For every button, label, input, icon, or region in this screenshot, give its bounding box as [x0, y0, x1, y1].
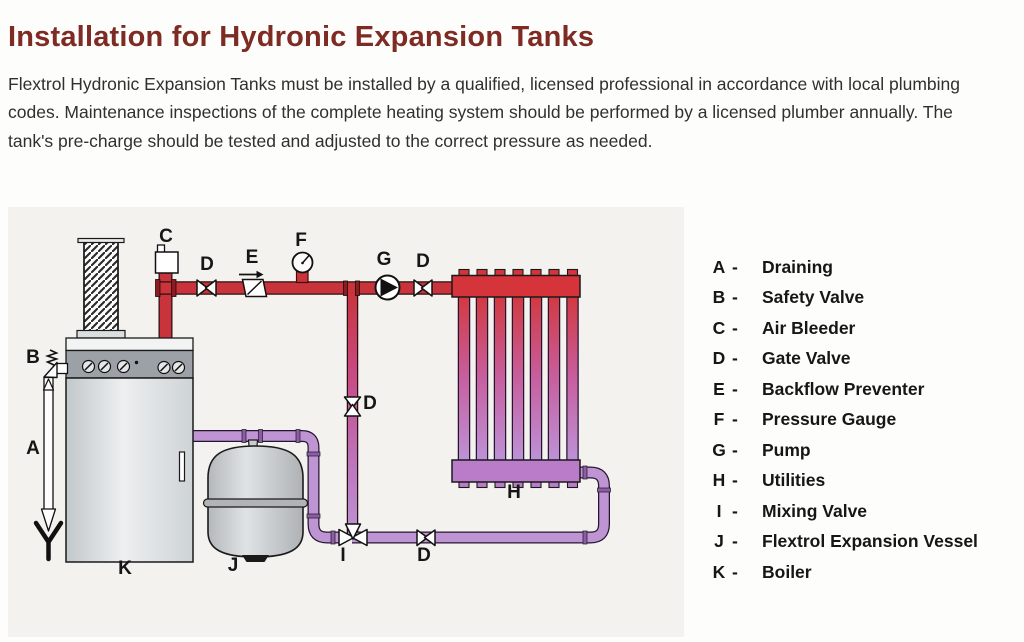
- legend-separator: -: [732, 561, 738, 582]
- legend-separator: -: [732, 470, 738, 491]
- legend-label: Flextrol Expansion Vessel: [762, 531, 978, 552]
- pipe-return: [193, 430, 610, 544]
- radiator-tubes: [457, 297, 579, 461]
- flow-arrow-icon: [239, 270, 264, 279]
- diagram-label-i: I: [340, 545, 346, 566]
- diagram-label-d3: D: [363, 393, 377, 414]
- diagram-label-g: G: [376, 249, 392, 270]
- legend-letter: H: [712, 470, 726, 491]
- legend-letter: C: [712, 317, 726, 338]
- legend-separator: -: [732, 348, 738, 369]
- figure-section: C D E F G D B A D H I D J K A-Draining B…: [0, 207, 1024, 642]
- diagram-label-f: F: [295, 230, 307, 251]
- legend-separator: -: [732, 317, 738, 338]
- chimney: [76, 237, 126, 339]
- legend-letter: K: [712, 561, 726, 582]
- legend-label: Air Bleeder: [762, 317, 856, 338]
- legend-item: I- Mixing Valve: [706, 496, 978, 527]
- legend-item: D- Gate Valve: [706, 344, 978, 375]
- page-title: Installation for Hydronic Expansion Tank…: [8, 21, 595, 54]
- red-pipe-fittings: [155, 279, 360, 297]
- legend-separator: -: [732, 500, 738, 521]
- mixing-valve-icon: [338, 523, 368, 547]
- pressure-gauge-icon: [291, 251, 314, 284]
- air-bleeder-icon: [154, 244, 179, 274]
- legend-item: C- Air Bleeder: [706, 313, 978, 344]
- diagram-label-b: B: [26, 347, 40, 368]
- legend-item: B- Safety Valve: [706, 283, 978, 314]
- backflow-preventer-icon: [239, 270, 268, 298]
- legend-letter: E: [713, 378, 725, 399]
- legend-item: E- Backflow Preventer: [706, 374, 978, 405]
- safety-valve-icon: [43, 349, 69, 379]
- legend-label: Boiler: [762, 561, 812, 582]
- legend-label: Safety Valve: [762, 287, 865, 308]
- purple-pipe-fittings: [241, 429, 611, 545]
- boiler-control-knobs: [81, 359, 186, 375]
- legend-separator: -: [732, 409, 738, 430]
- diagram-label-d1: D: [200, 254, 214, 275]
- legend-separator: -: [732, 531, 738, 552]
- legend-letter: G: [712, 439, 726, 460]
- expansion-vessel: [202, 439, 309, 562]
- legend-label: Gate Valve: [762, 348, 851, 369]
- diagram-label-j: J: [227, 555, 239, 576]
- legend-label: Pressure Gauge: [762, 409, 897, 430]
- legend-separator: -: [732, 256, 738, 277]
- legend: A-Draining B-Safety Valve C-Air Bleeder …: [706, 252, 978, 588]
- legend-letter: F: [713, 409, 725, 430]
- legend-separator: -: [732, 439, 738, 460]
- diagram-label-k: K: [118, 558, 132, 579]
- legend-separator: -: [732, 287, 738, 308]
- legend-letter: J: [714, 531, 724, 552]
- gate-valve-icon: [196, 279, 436, 547]
- legend-item: F- Pressure Gauge: [706, 405, 978, 436]
- pump-icon: [374, 274, 401, 301]
- legend-label: Mixing Valve: [762, 500, 868, 521]
- diagram-label-d2: D: [416, 251, 430, 272]
- legend-separator: -: [732, 378, 738, 399]
- legend-item: K- Boiler: [706, 557, 978, 588]
- legend-label: Draining: [762, 256, 833, 277]
- legend-label: Utilities: [762, 470, 826, 491]
- diagram-label-a: A: [26, 438, 40, 459]
- legend-letter: B: [712, 287, 726, 308]
- drain-funnel-icon: [33, 520, 64, 562]
- diagram-label-h: H: [507, 482, 521, 503]
- diagram-label-c: C: [159, 226, 173, 247]
- legend-label: Backflow Preventer: [762, 378, 925, 399]
- legend-item: G- Pump: [706, 435, 978, 466]
- radiator-utilities: [451, 268, 581, 489]
- legend-item: H- Utilities: [706, 466, 978, 497]
- drain-pipe: [33, 376, 64, 562]
- diagram-label-d4: D: [417, 545, 431, 566]
- diagram-label-e: E: [245, 247, 259, 268]
- legend-item: J- Flextrol Expansion Vessel: [706, 527, 978, 558]
- legend-label: Pump: [762, 439, 811, 460]
- intro-paragraph: Flextrol Hydronic Expansion Tanks must b…: [8, 73, 960, 151]
- boiler: [65, 337, 194, 563]
- legend-item: A- Draining: [706, 252, 978, 283]
- legend-letter: D: [712, 348, 726, 369]
- boiler-door-handle: [178, 451, 186, 482]
- legend-letter: I: [716, 500, 722, 521]
- legend-letter: A: [712, 256, 726, 277]
